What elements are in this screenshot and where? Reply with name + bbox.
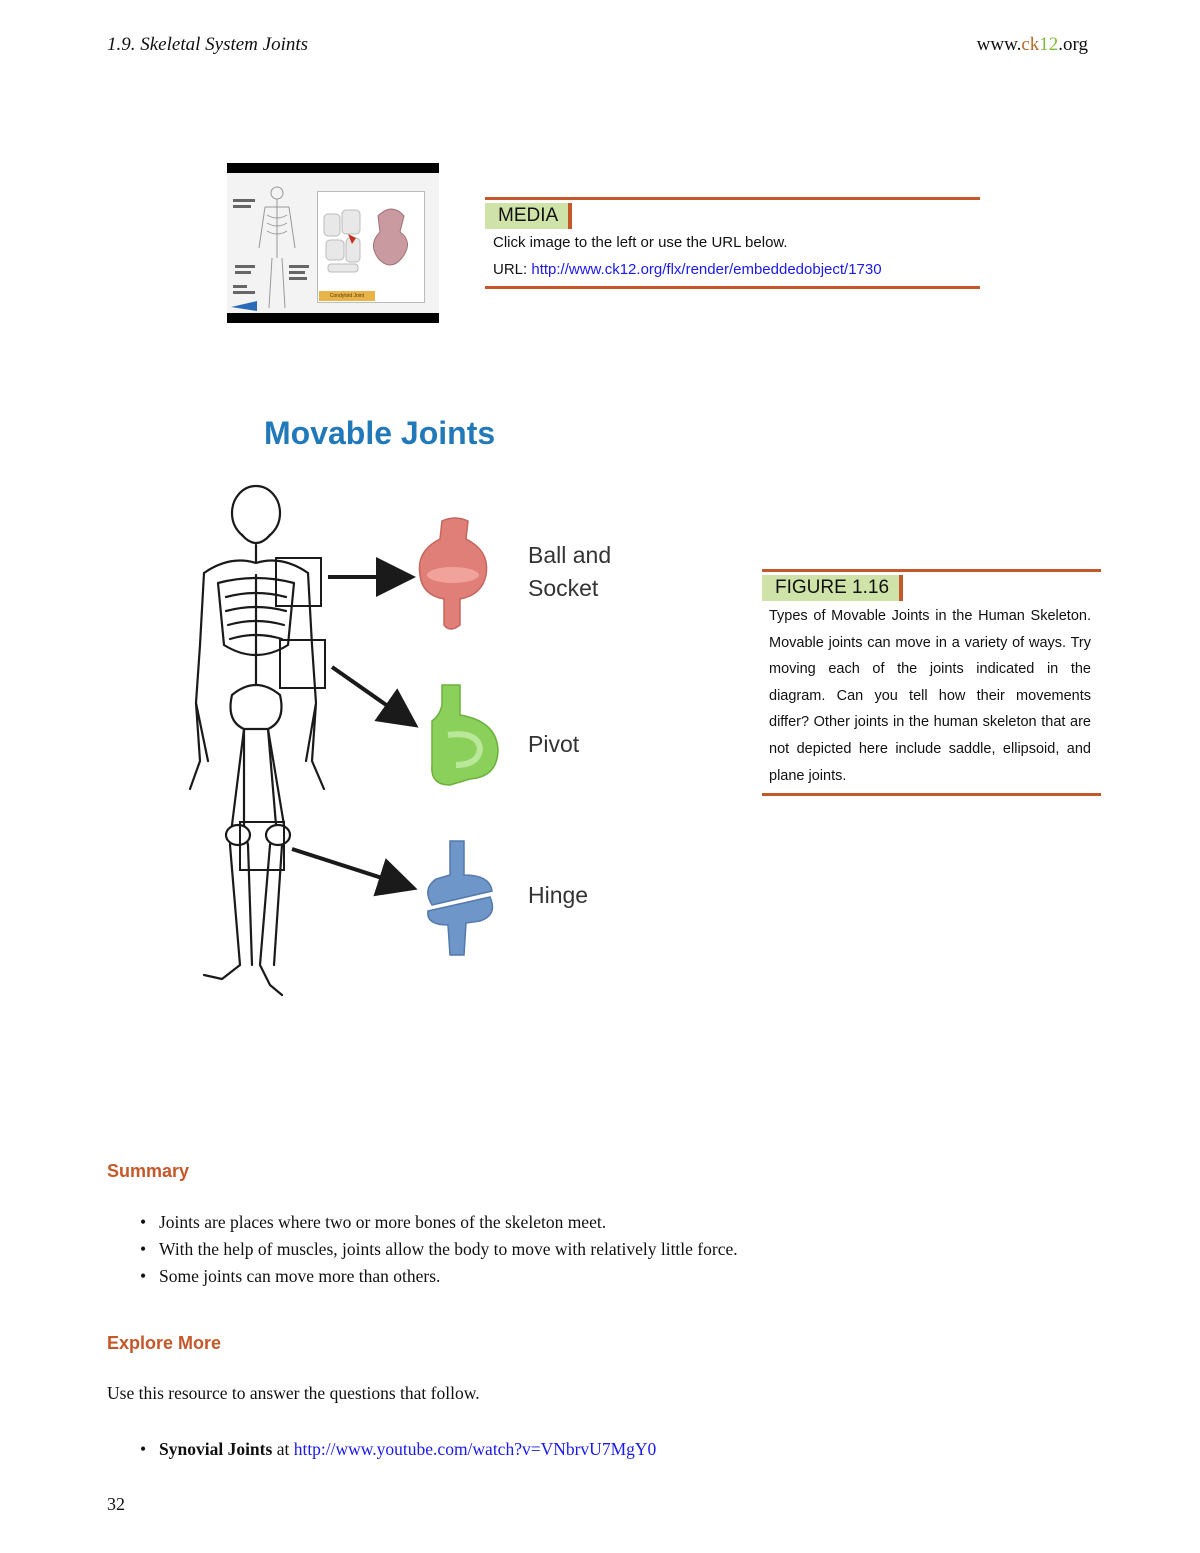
page-number: 32 — [107, 1494, 125, 1514]
resource-link[interactable]: http://www.youtube.com/watch?v=VNbrvU7Mg… — [293, 1439, 657, 1459]
thumbnail-condyloid-button[interactable]: Condyloid Joint — [319, 291, 375, 301]
callout-boxes — [239, 557, 326, 871]
summary-heading: Summary — [107, 1161, 190, 1181]
running-header-chapter: 1.9. Skeletal System Joints — [107, 34, 309, 55]
explore-heading: Explore More — [107, 1333, 222, 1353]
figure-caption: Types of Movable Joints in the Human Ske… — [769, 608, 1091, 784]
media-tag: MEDIA — [485, 203, 573, 229]
summary-item: With the help of muscles, joints allow t… — [140, 1236, 738, 1263]
site-ck: ck — [1021, 34, 1040, 55]
figure-tag: FIGURE 1.16 — [762, 575, 904, 601]
summary-item: Some joints can move more than others. — [140, 1263, 738, 1290]
media-top-rule — [485, 197, 980, 200]
site-prefix: www. — [976, 34, 1022, 55]
media-url-label: URL: — [493, 261, 528, 278]
figure-caption-box: FIGURE 1.16 Types of Movable Joints in t… — [762, 569, 1101, 797]
callout-box-elbow — [279, 639, 326, 689]
skeleton-drawing — [188, 484, 326, 997]
summary-list: Joints are places where two or more bone… — [140, 1209, 738, 1290]
site-12: 12 — [1039, 34, 1059, 55]
media-instruction: Click image to the left or use the URL b… — [493, 234, 788, 251]
site-suffix: .org — [1058, 34, 1088, 55]
thumbnail-joint-graphic — [323, 208, 408, 273]
explore-intro: Use this resource to answer the question… — [107, 1383, 480, 1403]
movable-joints-figure: Movable Joints — [160, 405, 680, 1025]
media-tag-row: MEDIA — [485, 203, 980, 229]
callout-arrows — [291, 557, 419, 897]
resource-at: at — [276, 1439, 290, 1459]
label-ball-and: Ball and — [528, 542, 612, 568]
pivot-joint-graphic — [431, 684, 499, 786]
figure-tag-row: FIGURE 1.16 — [762, 575, 1101, 601]
callout-box-shoulder — [275, 557, 322, 607]
label-socket: Socket — [528, 575, 599, 601]
media-thumbnail[interactable]: Condyloid Joint — [227, 163, 439, 323]
label-hinge: Hinge — [528, 882, 589, 908]
hinge-joint-graphic — [427, 840, 494, 956]
figure-bottom-rule — [762, 793, 1101, 797]
figure-top-rule — [762, 569, 1101, 572]
skeleton-diagram — [188, 484, 499, 997]
label-pivot: Pivot — [528, 731, 580, 757]
media-box: MEDIA Click image to the left or use the… — [485, 197, 980, 289]
explore-item: Synovial Joints at http://www.youtube.co… — [140, 1436, 656, 1463]
ball-socket-joint-graphic — [418, 517, 488, 630]
callout-box-knee — [239, 821, 285, 871]
ck12-logo-text: ck12 — [1021, 34, 1058, 55]
media-url-line: URL: http://www.ck12.org/flx/render/embe… — [493, 256, 980, 283]
running-header-site: www.ck12.org — [977, 34, 1088, 56]
resource-title: Synovial Joints — [159, 1439, 273, 1459]
summary-item: Joints are places where two or more bone… — [140, 1209, 738, 1236]
thumbnail-skeleton-graphic — [231, 186, 309, 311]
diagram-title: Movable Joints — [264, 415, 496, 451]
thumbnail-popup — [317, 191, 425, 303]
explore-list: Synovial Joints at http://www.youtube.co… — [140, 1436, 656, 1463]
arrow-hinge — [291, 847, 418, 897]
arrow-pivot — [330, 665, 419, 728]
media-url-link[interactable]: http://www.ck12.org/flx/render/embeddedo… — [531, 261, 882, 278]
thumbnail-frame: Condyloid Joint — [227, 173, 439, 313]
media-bottom-rule — [485, 286, 980, 289]
